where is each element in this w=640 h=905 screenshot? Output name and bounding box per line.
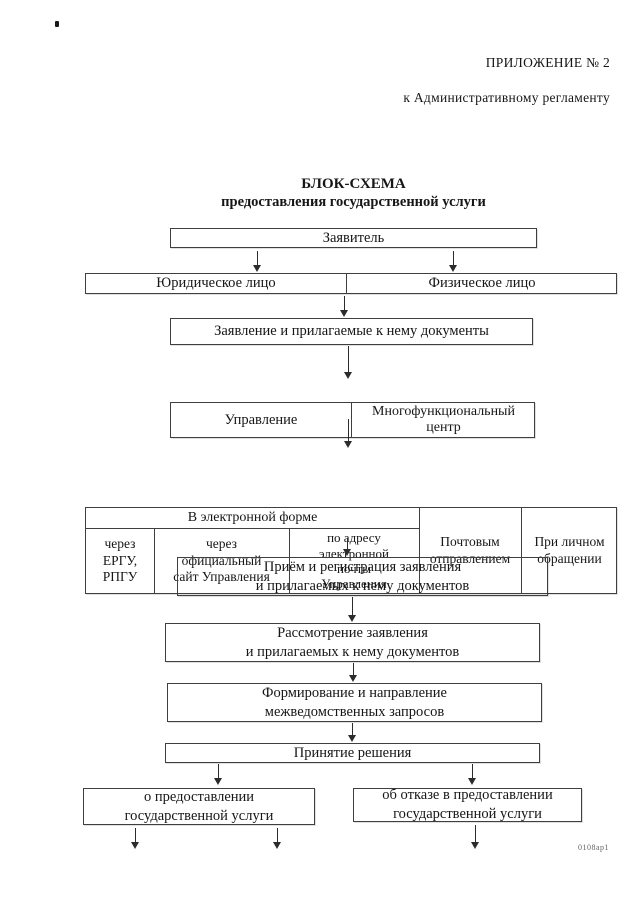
arrow-head-icon	[340, 310, 348, 317]
cell-divider	[86, 528, 419, 529]
cell-in-person: При личном обращении	[534, 533, 605, 566]
arrow-head-icon	[253, 265, 261, 272]
arrow-line	[348, 419, 349, 443]
arrow-line	[347, 538, 348, 551]
node-refusal: об отказе в предоставлении государственн…	[353, 787, 582, 822]
arrow-grant-out-right	[273, 828, 282, 849]
arrow-head-icon	[449, 265, 457, 272]
arrow-decision-grant	[214, 764, 223, 785]
arrow-head-icon	[349, 675, 357, 682]
arrow-line	[472, 764, 473, 780]
node-grant: о предоставлении государственной услуги	[83, 788, 315, 825]
arrow-head-icon	[214, 778, 222, 785]
arrow-line	[475, 825, 476, 844]
node-legal-entity: Юридическое лицо	[156, 275, 276, 292]
arrow-line	[218, 764, 219, 780]
arrow-head-icon	[344, 372, 352, 379]
node-department: Управление	[224, 411, 298, 428]
arrow-line	[135, 828, 136, 844]
arrow-head-icon	[273, 842, 281, 849]
cell-via-email: по адресу электронной почты Управления	[319, 530, 389, 592]
arrow-grant-out-left	[131, 828, 140, 849]
node-reception: Приём и регистрация заявления и прилагае…	[177, 557, 548, 596]
arrow-head-icon	[468, 778, 476, 785]
cell-via-site: через официальный сайт Управления	[173, 535, 270, 585]
cell-divider	[346, 274, 347, 293]
arrow-line	[352, 597, 353, 617]
cell-divider	[154, 529, 155, 593]
arrow-line	[453, 251, 454, 267]
arrow-head-icon	[348, 735, 356, 742]
arrow-line	[257, 251, 258, 267]
arrow-head-icon	[344, 441, 352, 448]
arrow-applicant-legal	[253, 251, 262, 272]
diagram-subtitle: предоставления государственной услуги	[221, 194, 486, 210]
arrow-head-icon	[343, 549, 351, 556]
node-review: Рассмотрение заявления и прилагаемых к н…	[165, 623, 540, 662]
cell-divider	[419, 508, 420, 593]
arrow-head-icon	[348, 615, 356, 622]
node-interagency: Формирование и направление межведомствен…	[167, 683, 542, 722]
arrow-application-department	[344, 346, 353, 379]
regulation-label: к Административному регламенту	[403, 90, 610, 105]
arrow-line	[353, 663, 354, 677]
scan-speck	[55, 21, 59, 27]
node-applicant: Заявитель	[170, 228, 537, 248]
arrow-line	[344, 296, 345, 312]
cell-divider	[521, 508, 522, 593]
arrow-submission-reception	[343, 538, 352, 556]
arrow-decision-refusal	[468, 764, 477, 785]
appendix-label: ПРИЛОЖЕНИЕ № 2	[485, 55, 610, 70]
node-mfc: Многофункциональный центр	[372, 403, 515, 435]
node-individual: Физическое лицо	[428, 275, 536, 292]
node-submission-channels: В электронной форме через ЕРГУ, РПГУ чер…	[85, 507, 617, 594]
diagram-title: БЛОК-СХЕМА	[301, 176, 406, 192]
arrow-review-interagency	[349, 663, 358, 682]
cell-electronic-header: В электронной форме	[187, 509, 318, 525]
node-applicant-types: Юридическое лицо Физическое лицо	[85, 273, 617, 294]
arrow-head-icon	[471, 842, 479, 849]
arrow-types-application	[340, 296, 349, 317]
cell-divider	[289, 529, 290, 593]
arrow-line	[348, 346, 349, 374]
arrow-applicant-individual	[449, 251, 458, 272]
arrow-head-icon	[131, 842, 139, 849]
node-receivers: Управление Многофункциональный центр	[170, 402, 535, 438]
arrow-refusal-out	[471, 825, 480, 849]
cell-divider	[351, 403, 352, 437]
node-application-docs: Заявление и прилагаемые к нему документы	[170, 318, 533, 345]
cell-by-mail: Почтовым отправлением	[429, 533, 511, 566]
document-code: 0108ар1	[578, 843, 610, 852]
node-decision: Принятие решения	[165, 743, 540, 763]
arrow-interagency-decision	[348, 723, 357, 742]
cell-via-portals: через ЕРГУ, РПГУ	[102, 535, 138, 585]
arrow-line	[352, 723, 353, 737]
arrow-line	[277, 828, 278, 844]
arrow-reception-review	[348, 597, 357, 622]
arrow-department-submission	[344, 419, 353, 448]
